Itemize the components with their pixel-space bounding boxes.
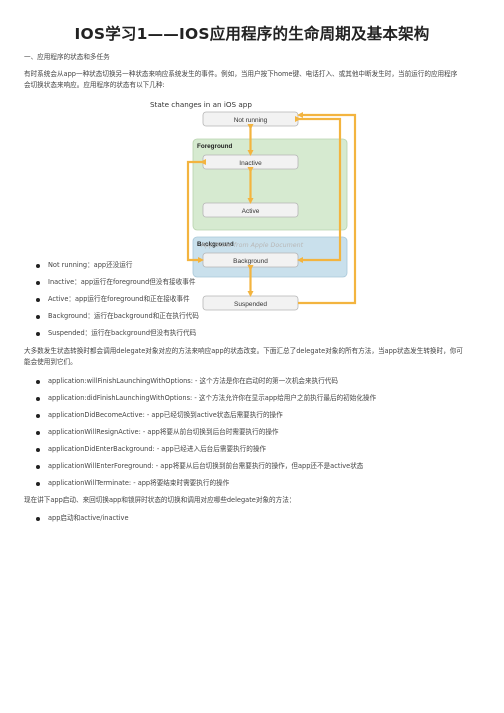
inactive-label: Inactive bbox=[239, 160, 262, 167]
method-item: applicationWillResignActive: - app将要从前台切… bbox=[36, 428, 279, 436]
suspended-box bbox=[202, 295, 299, 311]
method-item: applicationWillEnterForeground: - app将要从… bbox=[35, 462, 364, 470]
delegate-intro-line-2: 能会使用到它们。 bbox=[24, 358, 77, 366]
arrow-notrunning-background bbox=[295, 116, 342, 263]
background-label: Background bbox=[233, 258, 268, 265]
background-box bbox=[202, 252, 299, 268]
active-label: Active bbox=[242, 208, 260, 215]
active-box bbox=[202, 202, 299, 218]
arrow-suspended-notrunning bbox=[297, 112, 357, 305]
foreground-group bbox=[192, 138, 348, 231]
state-item: Not running：app还没运行 bbox=[35, 261, 133, 269]
figure-attribution: App State from Apple Document bbox=[200, 242, 304, 249]
method-item: application:willFinishLaunchingWithOptio… bbox=[36, 377, 338, 385]
state-item: Active：app运行在foreground和正在接收事件 bbox=[36, 295, 190, 303]
intro-line-1: 有时系统会从app一种状态切换另一种状态来响应系统发生的事件。例如，当用户按下h… bbox=[24, 70, 458, 78]
state-item: Background：运行在background和正在执行代码 bbox=[36, 312, 199, 320]
figure-caption: State changes in an iOS app bbox=[150, 100, 252, 109]
launch-item: app启动和active/inactive bbox=[36, 514, 129, 522]
method-item: applicationDidBecomeActive: - app已经切换到ac… bbox=[36, 411, 283, 419]
method-item: application:didFinishLaunchingWithOption… bbox=[35, 394, 377, 402]
section-heading: 一、应用程序的状态和多任务 bbox=[24, 53, 110, 61]
not-running-label: Not running bbox=[234, 117, 268, 124]
state-item: Suspended：运行在background但没有执行代码 bbox=[35, 329, 197, 337]
not-running-box bbox=[202, 111, 299, 127]
page-title: IOS学习1——IOS应用程序的生命周期及基本架构 bbox=[74, 25, 430, 43]
state-item: Inactive：app运行在foreground但没有接收事件 bbox=[35, 278, 196, 286]
inactive-box bbox=[202, 154, 299, 170]
suspended-label: Suspended bbox=[234, 301, 267, 308]
method-item: applicationDidEnterBackground: - app已经进入… bbox=[35, 445, 267, 453]
launch-intro: 现在讲下app启动、来回切换app和锁屏时状态的切换和调用对应哪些delegat… bbox=[24, 496, 296, 504]
delegate-intro-line-1: 大多数发生状态转换时都会调用delegate对象对应的方法来响应app的状态改变… bbox=[24, 347, 463, 355]
method-item: applicationWillTerminate: - app将要结束时需要执行… bbox=[35, 479, 230, 487]
intro-line-2: 会切换状态来响应。应用程序的状态有以下几种: bbox=[24, 81, 165, 89]
foreground-label: Foreground bbox=[197, 143, 232, 150]
